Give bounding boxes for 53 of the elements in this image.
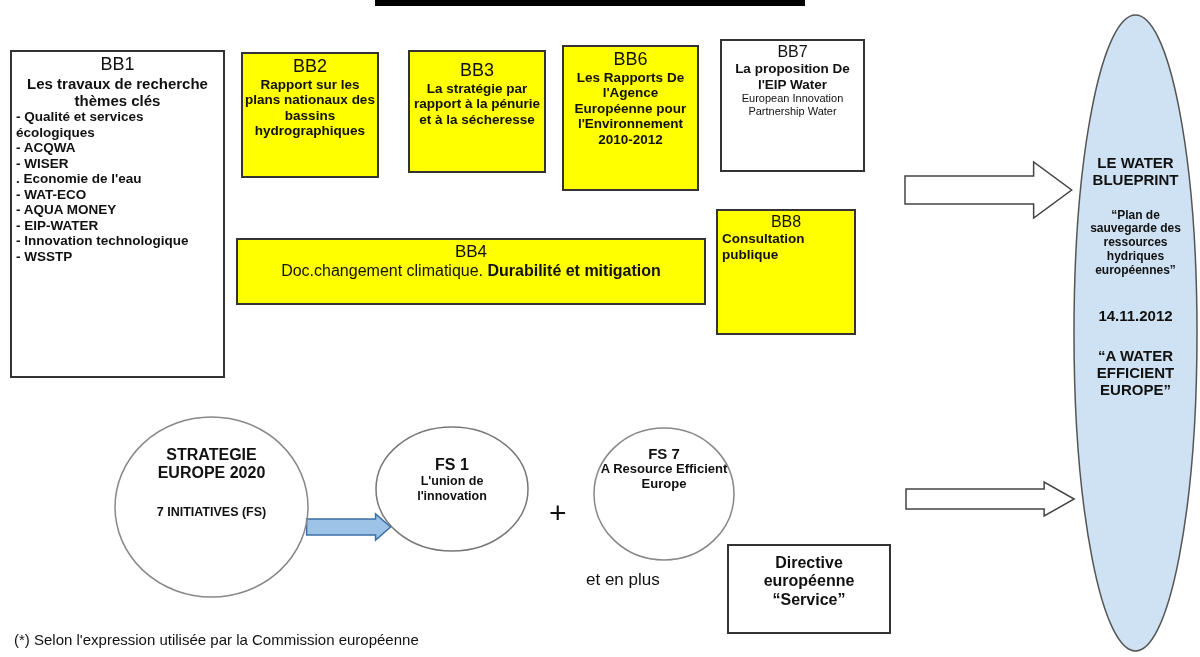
title: STRATEGIE EUROPE 2020 xyxy=(156,446,267,483)
text-box xyxy=(720,39,865,172)
list-item: - WSSTP xyxy=(16,248,74,265)
quote: “A WATER EFFICIENT EUROPE” xyxy=(1095,346,1176,399)
description: Les Rapports De l'Agence Européenne pour l'Environnement 2010-2012 xyxy=(573,69,688,148)
footnote: (*) Selon l'expression utilisée par la Commission européenne xyxy=(14,631,419,648)
description: Doc.changement climatique. Durabilité et mitigation xyxy=(281,261,661,280)
subtitle: European Innovation Partnership Water xyxy=(740,92,845,118)
oval-shape xyxy=(1073,14,1198,652)
oval-shape xyxy=(375,426,529,552)
block-arrow xyxy=(305,512,392,542)
bb-label: BB8 xyxy=(770,213,802,232)
description: L'union de l'innovation xyxy=(416,474,488,504)
list-item: - EIP-WATER xyxy=(16,217,100,234)
description: La stratégie par rapport à la pénurie et à la sécheresse xyxy=(413,80,541,128)
highlighted-box xyxy=(236,238,706,305)
description: Directive européenne “Service” xyxy=(762,554,856,610)
heading: Les travaux de recherche thèmes clés xyxy=(26,74,209,110)
highlighted-box xyxy=(562,45,699,191)
highlighted-box xyxy=(716,209,856,335)
title: FS 7 xyxy=(648,445,680,463)
description: La proposition De l'EIP Water xyxy=(734,61,851,93)
bb-label: BB7 xyxy=(777,43,808,62)
title: LE WATER BLUEPRINT xyxy=(1091,154,1180,189)
text-box xyxy=(727,544,891,634)
block-arrow xyxy=(904,160,1073,220)
block-arrow xyxy=(905,480,1076,518)
list-item: . Economie de l'eau xyxy=(16,171,143,187)
highlighted-box xyxy=(241,52,379,178)
subtitle: 7 INITIATIVES (FS) xyxy=(156,504,267,520)
bb-label: BB3 xyxy=(460,60,494,81)
bb-label: BB4 xyxy=(454,242,488,262)
plus-sign: + xyxy=(549,496,567,530)
list-item: - Innovation technologique xyxy=(16,233,190,249)
description: A Resource Efficient Europe xyxy=(599,462,729,493)
bb-label: BB2 xyxy=(293,56,327,77)
bb-label: BB1 xyxy=(99,54,136,75)
date: 14.11.2012 xyxy=(1098,307,1173,325)
list-item: - Qualité et services écologiques xyxy=(16,109,145,141)
oval-shape xyxy=(114,416,309,598)
text-box xyxy=(10,50,225,378)
highlighted-box xyxy=(408,50,546,173)
list-item: - WISER xyxy=(16,155,70,172)
title: FS 1 xyxy=(435,456,469,475)
bb-label: BB6 xyxy=(613,49,648,70)
note: et en plus xyxy=(586,570,660,590)
list-item: - WAT-ECO xyxy=(16,186,88,203)
oval-shape xyxy=(593,427,735,561)
description: Consultation publique xyxy=(722,231,806,263)
quote: “Plan de sauvegarde des ressources hydriques européennes” xyxy=(1089,208,1182,278)
list-item: - AQUA MONEY xyxy=(16,202,118,218)
list-item: - ACQWA xyxy=(16,140,77,156)
description: Rapport sur les plans nationaux des bassins hydrographiques xyxy=(245,76,375,139)
